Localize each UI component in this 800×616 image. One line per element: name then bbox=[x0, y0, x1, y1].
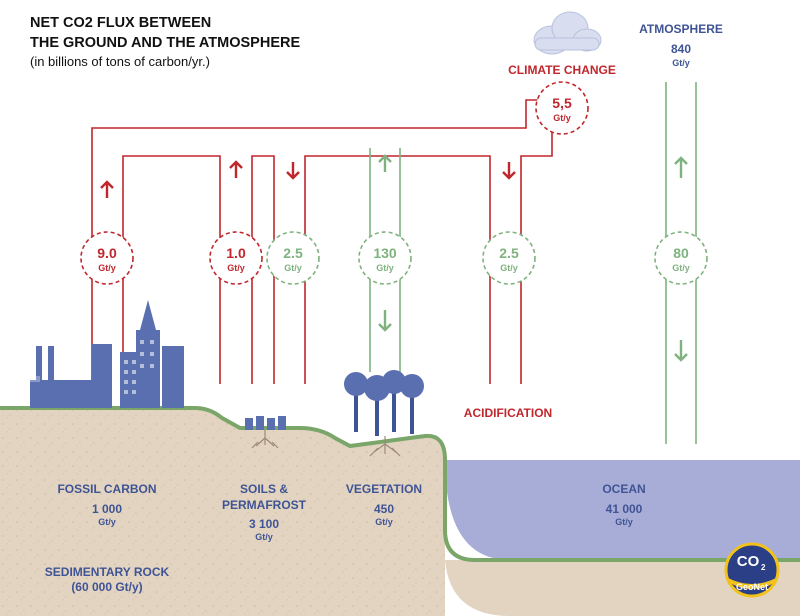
ocean-unit: Gt/y bbox=[615, 517, 633, 527]
arrow-up-icon bbox=[229, 160, 243, 178]
logo-top: CO bbox=[737, 553, 760, 570]
acidification-label: ACIDIFICATION bbox=[464, 406, 552, 420]
arrow-down-icon bbox=[674, 340, 688, 362]
flux-value: 1.0 bbox=[226, 245, 246, 261]
title-line-1: NET CO2 FLUX BETWEEN bbox=[30, 15, 211, 31]
soil-blocks-icon bbox=[245, 416, 286, 449]
ocean-label: OCEAN bbox=[602, 482, 645, 496]
vegetation-value: 450 bbox=[374, 502, 394, 516]
flux-circles bbox=[80, 81, 708, 285]
flux-value: 2.5 bbox=[499, 245, 519, 261]
flux-unit: Gt/y bbox=[500, 263, 518, 273]
flux-circle-climate bbox=[535, 81, 589, 135]
subtitle: (in billions of tons of carbon/yr.) bbox=[30, 54, 210, 69]
arrow-down-icon bbox=[502, 162, 516, 180]
fossil-label: FOSSIL CARBON bbox=[57, 482, 156, 496]
flux-circle-fossil bbox=[80, 231, 134, 285]
arrow-down-icon bbox=[286, 162, 300, 180]
flux-value: 9.0 bbox=[97, 245, 117, 261]
flux-circle-ocean bbox=[654, 231, 708, 285]
flux-unit: Gt/y bbox=[227, 263, 245, 273]
ocean-value: 41 000 bbox=[606, 502, 643, 516]
ground-outline bbox=[0, 406, 800, 562]
arrow-down-icon bbox=[378, 310, 392, 332]
fossil-unit: Gt/y bbox=[98, 517, 116, 527]
trees-icon bbox=[344, 370, 424, 457]
sedimentary-value: (60 000 Gt/y) bbox=[71, 580, 142, 594]
soils-label-1: SOILS & bbox=[240, 482, 288, 496]
arrow-up-icon bbox=[674, 156, 688, 178]
sedimentary-label: SEDIMENTARY ROCK bbox=[45, 565, 170, 579]
flux-value: 130 bbox=[373, 245, 397, 261]
soils-unit: Gt/y bbox=[255, 532, 273, 542]
logo-bottom: GeoNet bbox=[736, 582, 768, 592]
soils-label-2: PERMAFROST bbox=[222, 498, 307, 512]
flux-labels: 9.0 Gt/y 1.0 Gt/y 2.5 Gt/y 130 Gt/y 2.5 … bbox=[97, 245, 689, 273]
arrow-icons bbox=[100, 154, 688, 362]
flux-circle-soils-up bbox=[209, 231, 263, 285]
fossil-value: 1 000 bbox=[92, 502, 122, 516]
logo-sub: 2 bbox=[761, 563, 766, 572]
atmosphere-label: ATMOSPHERE bbox=[639, 22, 723, 36]
flux-circle-ocean-acid bbox=[482, 231, 536, 285]
atmosphere-value: 840 bbox=[671, 42, 691, 56]
climate-change-label: CLIMATE CHANGE bbox=[508, 63, 616, 77]
flux-unit: Gt/y bbox=[98, 263, 116, 273]
flux-circle-soils-down bbox=[266, 231, 320, 285]
arrow-up-icon bbox=[378, 154, 392, 172]
title-line-2: THE GROUND AND THE ATMOSPHERE bbox=[30, 35, 300, 51]
cloud-icon bbox=[533, 11, 602, 55]
ground bbox=[0, 408, 445, 616]
soils-value: 3 100 bbox=[249, 517, 279, 531]
climate-change-unit: Gt/y bbox=[553, 113, 571, 123]
city-icon bbox=[30, 300, 184, 408]
arrow-up-icon bbox=[100, 180, 114, 198]
geonet-logo: CO 2 GeoNet bbox=[724, 542, 780, 598]
flux-unit: Gt/y bbox=[672, 263, 690, 273]
flux-value: 2.5 bbox=[283, 245, 303, 261]
reservoir-labels: FOSSIL CARBON 1 000 Gt/y SOILS & PERMAFR… bbox=[45, 482, 646, 594]
climate-change-value: 5,5 bbox=[552, 95, 572, 111]
vegetation-label: VEGETATION bbox=[346, 482, 422, 496]
flux-unit: Gt/y bbox=[376, 263, 394, 273]
vegetation-unit: Gt/y bbox=[375, 517, 393, 527]
flux-value: 80 bbox=[673, 245, 689, 261]
flux-unit: Gt/y bbox=[284, 263, 302, 273]
flux-circle-vegetation bbox=[358, 231, 412, 285]
ocean bbox=[445, 460, 800, 616]
atmosphere-unit: Gt/y bbox=[672, 58, 690, 68]
